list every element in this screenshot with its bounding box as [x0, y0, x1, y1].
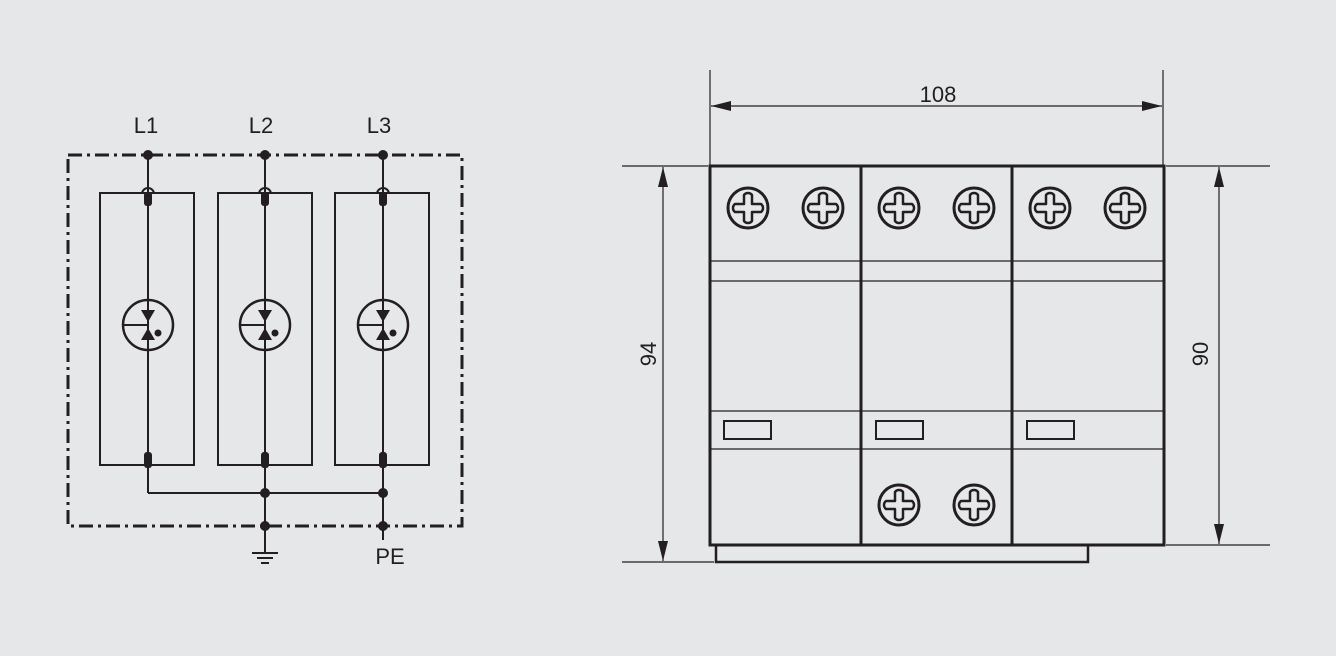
phase-label-l3: L3 — [367, 113, 391, 138]
width-dimension-label: 108 — [920, 82, 957, 107]
device-housing — [708, 164, 1166, 564]
pe-label: PE — [375, 544, 404, 569]
height-body-dimension-label: 90 — [1188, 342, 1213, 366]
status-window-1 — [723, 420, 772, 440]
din-rail-base — [714, 545, 1090, 564]
screw-terminal-icon — [877, 483, 921, 527]
status-window-3 — [1026, 420, 1075, 440]
phase-label-l2: L2 — [249, 113, 273, 138]
screw-terminal-icon — [726, 186, 770, 230]
status-window-2 — [875, 420, 924, 440]
schematic-module-l1 — [99, 155, 195, 493]
phase-label-l1: L1 — [134, 113, 158, 138]
screw-terminal-icon — [952, 483, 996, 527]
schematic-module-l2 — [217, 155, 313, 526]
height-total-dimension-label: 94 — [636, 342, 661, 366]
screw-terminal-icon — [952, 186, 996, 230]
dimension-drawing — [622, 70, 1270, 564]
junction-dots — [143, 150, 388, 531]
screw-terminal-icon — [1028, 186, 1072, 230]
ground-icon — [252, 552, 278, 564]
screw-terminal-icon — [1103, 186, 1147, 230]
screw-terminal-icon — [801, 186, 845, 230]
wiring-schematic — [66, 150, 464, 564]
screw-terminal-icon — [877, 186, 921, 230]
schematic-module-l3 — [334, 155, 430, 526]
